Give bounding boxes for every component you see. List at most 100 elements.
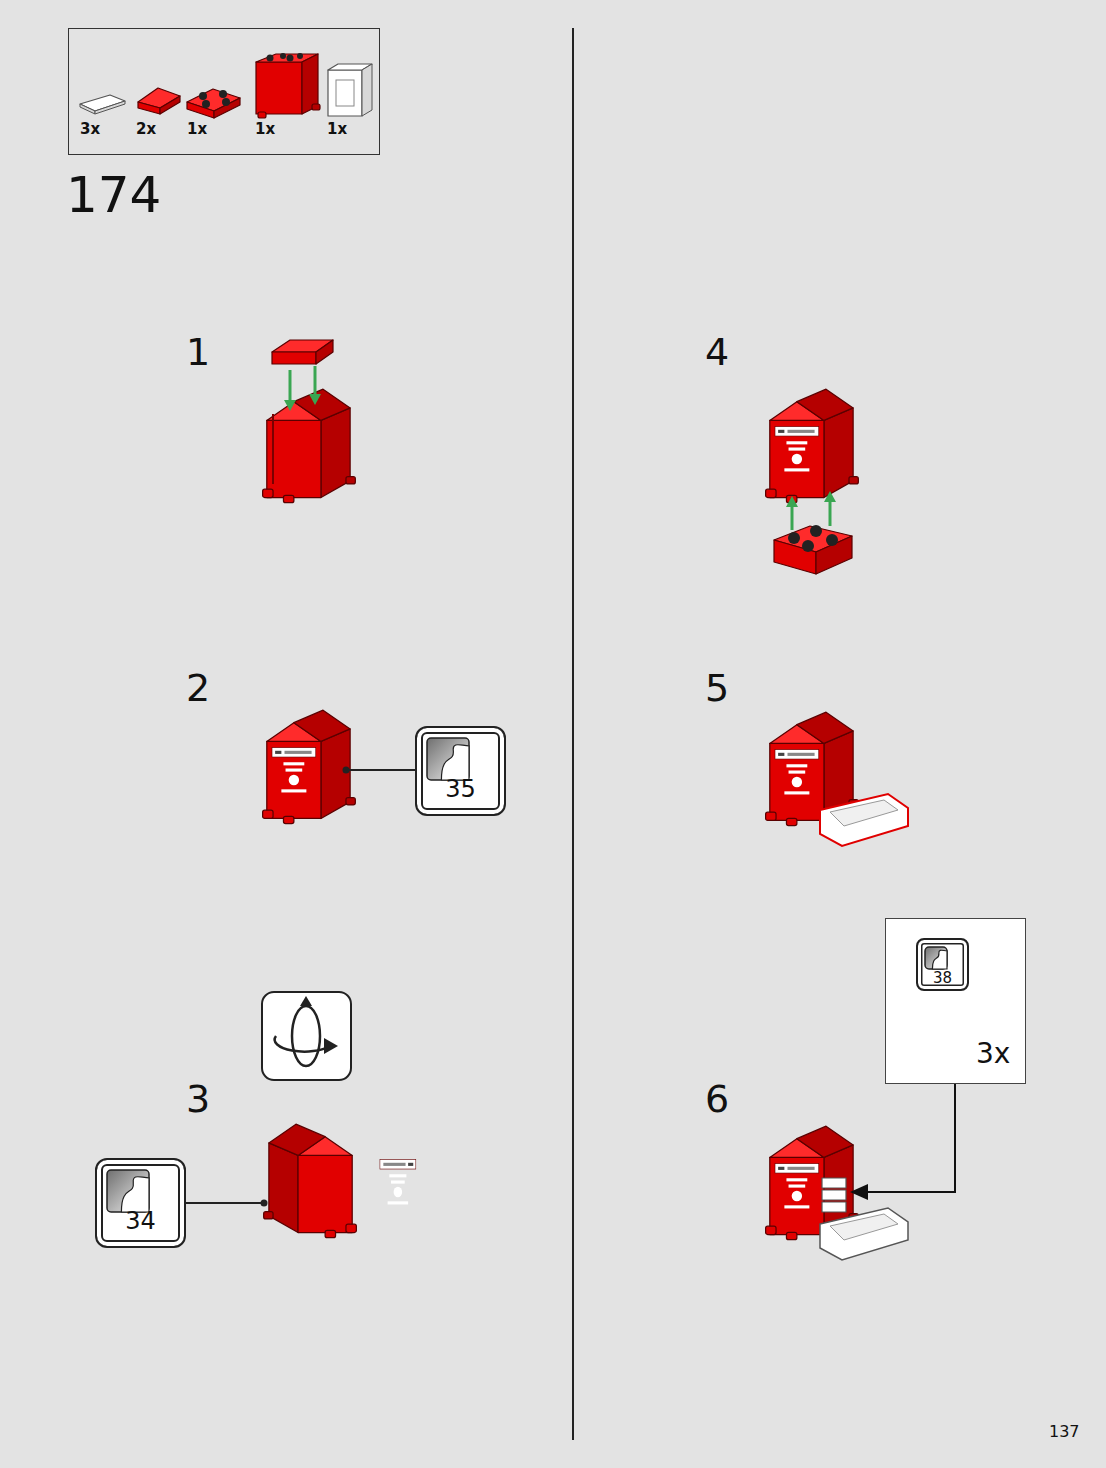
step4-art-shape	[829, 500, 832, 526]
step-number: 174	[66, 170, 161, 220]
step3-art-shape	[380, 1160, 416, 1205]
parts-list-art-shape	[287, 55, 294, 62]
substep-number: 4	[705, 333, 729, 371]
step5-art	[766, 712, 908, 846]
part-count: 1x	[255, 122, 275, 137]
rotate-icon-shape	[300, 996, 312, 1006]
step6-art-shape	[822, 1178, 846, 1188]
substep-number: 5	[705, 669, 729, 707]
step2-art-shape	[343, 767, 350, 774]
step4-art-shape	[774, 540, 816, 574]
step1-art-shape	[316, 340, 333, 364]
step4-art-shape	[826, 534, 838, 546]
parts-list-art-shape	[256, 62, 302, 114]
part-count: 3x	[80, 122, 100, 137]
page-curl	[441, 745, 469, 780]
parts-list-art	[80, 53, 372, 118]
page-number: 137	[1049, 1424, 1080, 1440]
parts-list-art-shape	[362, 64, 372, 116]
page-curl-square	[925, 947, 947, 969]
rotate-icon-shape	[275, 1036, 330, 1052]
parts-list-art-shape	[336, 80, 354, 106]
sticker-callout: 35	[415, 726, 506, 816]
parts-list-art-shape	[219, 90, 227, 98]
step6-art-shape	[775, 1164, 819, 1209]
rotate-icon-shape	[292, 1006, 320, 1066]
step3-art	[185, 1124, 416, 1238]
sticker-callout: 38	[916, 938, 969, 991]
step4-art-shape	[766, 389, 859, 503]
step6-art-shape	[866, 1084, 955, 1192]
step2-art-shape	[263, 710, 356, 824]
step3-art-shape	[380, 1160, 416, 1205]
step4-art-shape	[791, 505, 794, 530]
page-curl-icon	[106, 1169, 150, 1213]
step1-art-shape	[272, 414, 274, 484]
parts-list-art-shape	[202, 100, 210, 108]
step6-art-shape	[822, 1190, 846, 1200]
step4-art-shape	[775, 427, 819, 472]
sticker-callout: 34	[95, 1158, 186, 1248]
page-curl-icon	[924, 946, 948, 970]
page-divider	[573, 28, 574, 1440]
step2-art-shape	[272, 748, 316, 793]
step3-art-shape	[264, 1124, 357, 1238]
callout-number: 34	[97, 1209, 184, 1233]
parts-list-art-shape	[328, 70, 362, 116]
step1-art-shape	[284, 400, 296, 411]
rotate-icon-shape	[262, 992, 351, 1080]
step3-art-shape	[264, 1124, 357, 1238]
parts-list-art-shape	[80, 104, 95, 114]
substep-number: 6	[705, 1080, 729, 1118]
step1-art-shape	[314, 366, 317, 396]
step2-art-shape	[348, 769, 415, 771]
page-curl-icon	[426, 737, 470, 781]
step4-art-shape	[810, 525, 822, 537]
parts-list-art-shape	[160, 96, 180, 114]
parts-list-art-shape	[138, 102, 160, 114]
step2-art	[263, 710, 415, 824]
part-count: 3x	[976, 1040, 1010, 1068]
subassembly-box: 3x 38	[885, 918, 1026, 1084]
step3-art-shape	[185, 1202, 262, 1204]
step6-art-shape	[830, 1214, 898, 1240]
callout-number: 35	[417, 777, 504, 801]
step1-art	[263, 340, 356, 503]
page-divider-shape	[572, 28, 574, 1440]
substep-number: 3	[186, 1080, 210, 1118]
substep-number: 1	[186, 333, 210, 371]
step5-art-shape	[830, 800, 898, 826]
part-count: 1x	[187, 122, 207, 137]
step6-art-shape	[822, 1202, 846, 1212]
step4-art	[766, 389, 859, 574]
page-curl-square	[107, 1170, 149, 1212]
step3-art-shape	[261, 1200, 268, 1207]
parts-list-art-shape	[199, 92, 207, 100]
step4-art-shape	[802, 540, 814, 552]
step5-art-shape	[820, 794, 908, 846]
step4-art-shape	[824, 491, 836, 502]
parts-list-art-shape	[280, 53, 286, 59]
parts-list-art-shape	[297, 53, 303, 59]
parts-list-art-shape	[267, 55, 274, 62]
step1-art-shape	[263, 389, 356, 503]
step6-art-shape	[850, 1184, 868, 1200]
step4-art-shape	[788, 532, 800, 544]
step1-art-shape	[289, 370, 292, 402]
rotate-icon	[262, 992, 351, 1080]
page-curl	[121, 1177, 149, 1212]
parts-list-art-shape	[258, 112, 266, 118]
step1-art-shape	[309, 394, 321, 405]
callout-number: 38	[918, 971, 967, 986]
step5-art-shape	[775, 750, 819, 795]
part-count: 2x	[136, 122, 156, 137]
parts-list-art-shape	[222, 98, 230, 106]
step1-art-shape	[272, 352, 316, 364]
rotate-icon-shape	[324, 1038, 338, 1054]
parts-list-art-shape	[95, 101, 125, 114]
part-count: 1x	[327, 122, 347, 137]
parts-list-art-shape	[214, 98, 240, 118]
step6-art-shape	[820, 1208, 908, 1260]
page-curl-square	[427, 738, 469, 780]
